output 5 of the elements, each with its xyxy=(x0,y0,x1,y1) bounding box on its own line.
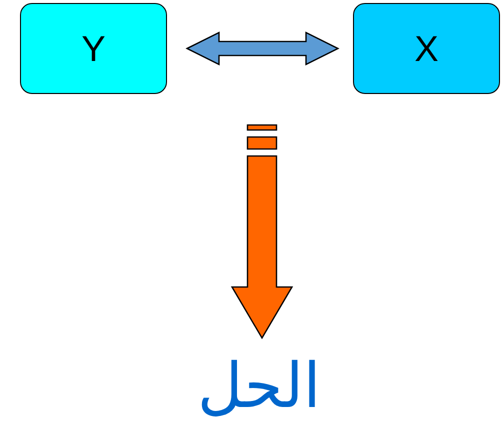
process-box: X xyxy=(353,3,500,94)
title-text: الحل xyxy=(193,338,325,433)
process-box: Y xyxy=(20,3,167,94)
striped-arrow xyxy=(230,124,294,340)
double-arrow xyxy=(186,31,340,66)
